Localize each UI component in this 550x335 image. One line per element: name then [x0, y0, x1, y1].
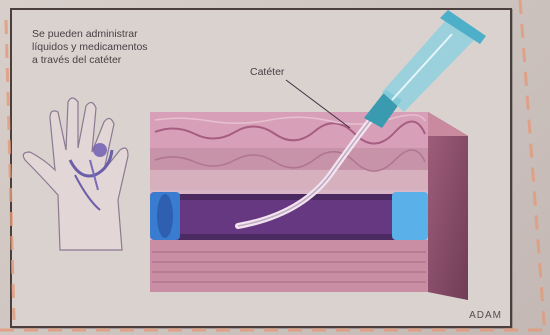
caption-line: Se pueden administrar — [32, 28, 138, 40]
caption-line: líquidos y medicamentos — [32, 41, 148, 53]
caption-text: Se pueden administrar líquidos y medicam… — [32, 28, 282, 67]
caption-line: a través del catéter — [32, 54, 121, 66]
catheter-label: Catéter — [250, 66, 284, 78]
hand-drawing — [23, 98, 128, 250]
vein — [150, 190, 428, 240]
adam-watermark: ADAM — [469, 310, 502, 321]
